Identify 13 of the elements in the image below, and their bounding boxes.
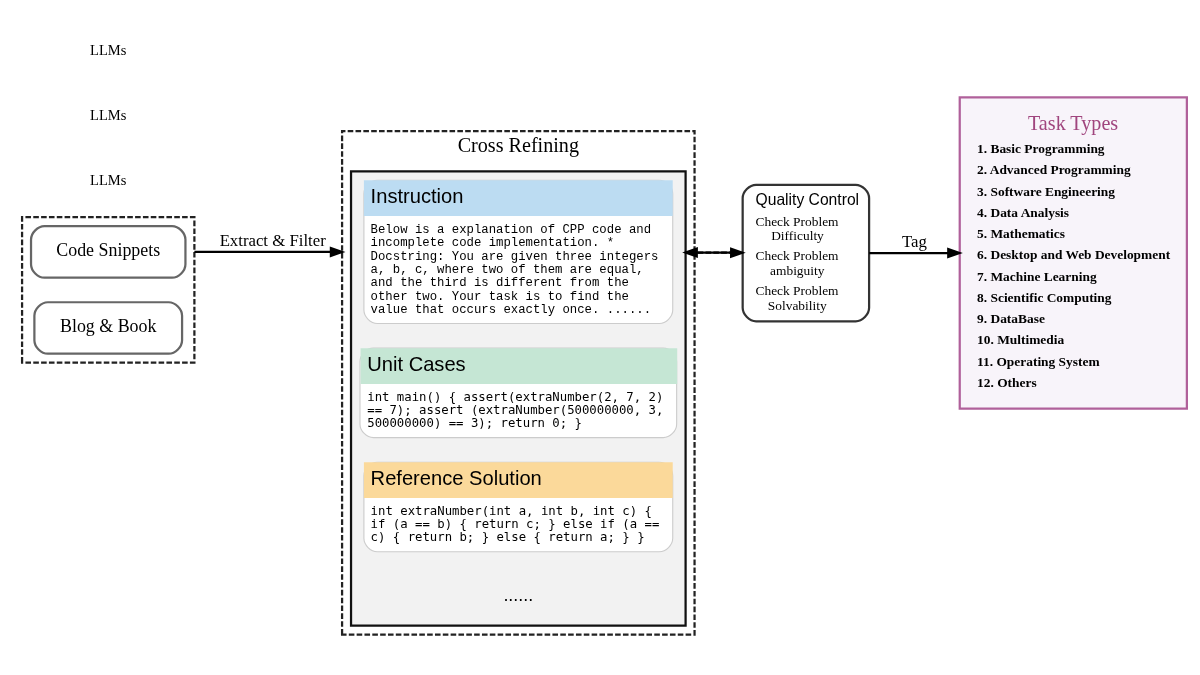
cluster <box>20 216 196 364</box>
arrow <box>869 247 963 259</box>
label: LLMs <box>90 42 127 59</box>
node-box: Blog & Book <box>33 301 184 355</box>
edge-label: Tag <box>901 232 927 252</box>
node-box: Code Snippets <box>29 225 187 279</box>
label: ...... <box>503 584 534 605</box>
node-box: Quality Control Check Problem Difficulty Check Problem ambiguity Check Problem Solvability <box>741 183 871 323</box>
node-box: Task Types 1. Basic Programming 2. Advanced Programming 3. Software Engineering 4. Data Analysis 5. Mathematics 6. Desktop and Web Development 7. Machine Learning 8. Scientific Computing 9. DataBase 10. Multimedia 11. Operating System 12. Others <box>958 96 1188 410</box>
label: LLMs <box>90 107 127 124</box>
edge-label: Extract & Filter <box>219 231 326 251</box>
arrow <box>194 246 346 258</box>
label: LLMs <box>90 172 127 189</box>
